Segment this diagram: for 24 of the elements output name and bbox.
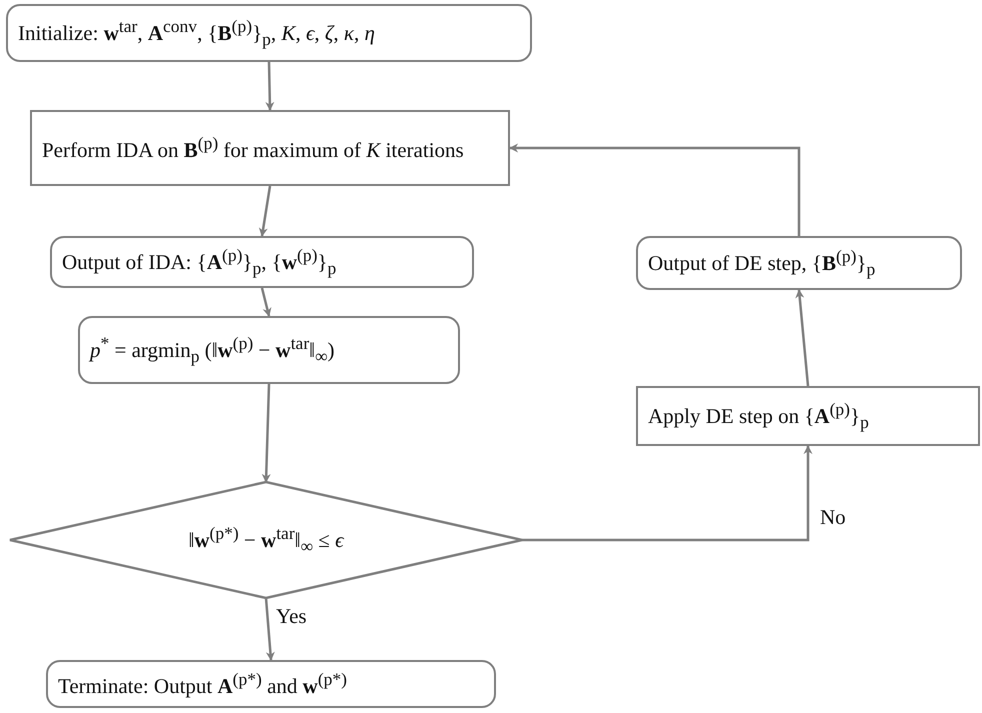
arrow — [795, 289, 810, 386]
node-text: ‖w$^{(p*)}$ − w$^{tar}$‖$_{∞}$ ≤ ϵ — [188, 522, 344, 558]
arrow — [260, 288, 272, 317]
node-text: Output of IDA: {A$^{(p)}$}$_{p}$, {w$^{(p)}$}$_{p}$ — [62, 244, 336, 280]
process-box — [636, 386, 980, 446]
arrow — [265, 62, 274, 111]
arrow — [262, 384, 271, 483]
node-text: Terminate: Output A$^{(p*)}$ and w$^{(p*)}$ — [58, 668, 347, 700]
node-text: Apply DE step on {A$^{(p)}$}$_{p}$ — [648, 398, 869, 434]
node-text: Initialize: w$^{tar}$, A$^{conv}$, {B$^{(p)}$}$_{p}$, K, ϵ, ζ, κ, η — [18, 15, 375, 51]
rounded-process-box — [636, 236, 962, 290]
rounded-process-box — [6, 4, 532, 62]
rounded-process-box — [50, 236, 474, 288]
process-box — [30, 110, 510, 186]
rounded-process-box — [46, 660, 496, 708]
decision-diamond — [10, 482, 522, 598]
rounded-process-box — [78, 316, 460, 384]
arrow — [258, 186, 272, 237]
arrow — [264, 598, 275, 661]
arrow — [522, 445, 812, 542]
node-text: Perform IDA on B$^{(p)}$ for maximum of K iterations — [42, 132, 464, 164]
arrow — [509, 144, 800, 236]
node-text: Output of DE step, {B$^{(p)}$}$_{p}$ — [648, 245, 876, 281]
node-text: p$^{*}$ = argmin$_{p}$ (‖w$^{(p)}$ − w$^{tar}$‖$_{∞}$) — [90, 332, 335, 368]
